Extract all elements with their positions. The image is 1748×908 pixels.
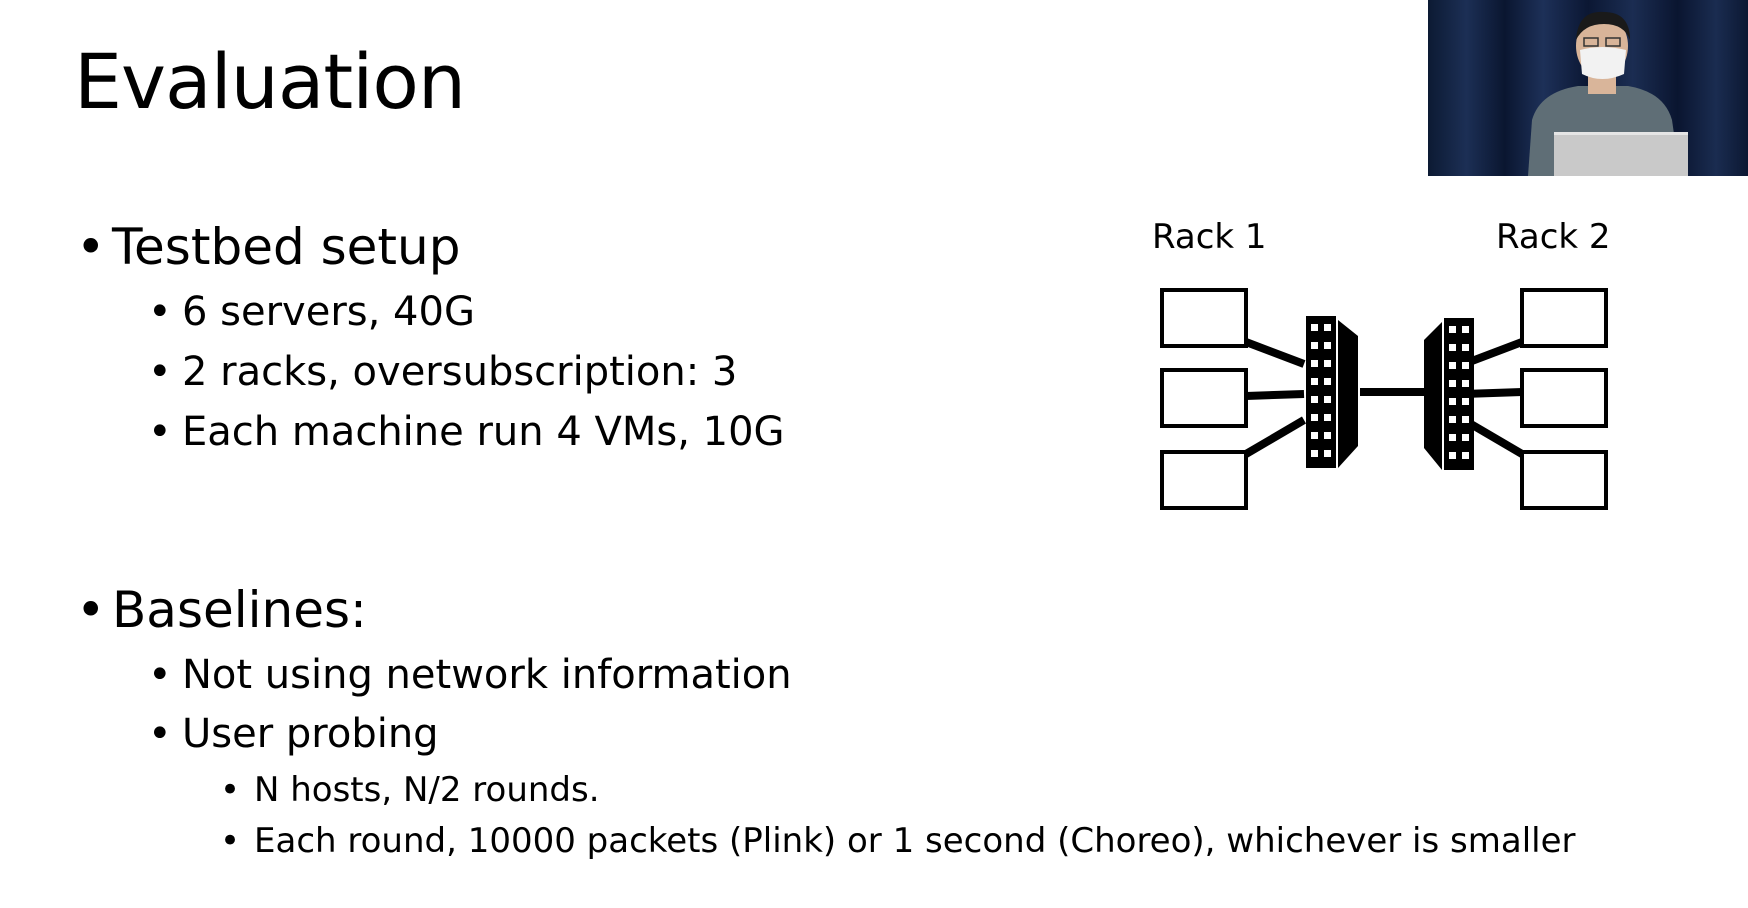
bullet-each-round: • Each round, 10000 packets (Plink) or 1 … bbox=[220, 824, 1575, 858]
server-box bbox=[1160, 450, 1248, 510]
switch-body bbox=[1444, 318, 1474, 470]
bullet-dot: • bbox=[220, 770, 241, 810]
switch-2-icon bbox=[1424, 318, 1474, 470]
bullet-text: 6 servers, 40G bbox=[182, 289, 475, 335]
bullet-text: Each machine run 4 VMs, 10G bbox=[182, 409, 785, 455]
bullet-testbed-setup: •Testbed setup bbox=[76, 222, 460, 272]
bullet-text: Each round, 10000 packets (Plink) or 1 s… bbox=[254, 821, 1576, 861]
bullet-no-network-info: •Not using network information bbox=[148, 655, 792, 695]
speaker-video-icon bbox=[1428, 0, 1748, 176]
bullet-text: 2 racks, oversubscription: 3 bbox=[182, 349, 738, 395]
bullet-vms: •Each machine run 4 VMs, 10G bbox=[148, 412, 785, 452]
rack-2-servers bbox=[1520, 288, 1608, 510]
bullet-text: Baselines: bbox=[112, 581, 367, 639]
bullet-servers: •6 servers, 40G bbox=[148, 292, 475, 332]
bullet-baselines: •Baselines: bbox=[76, 585, 367, 635]
bullet-dot: • bbox=[148, 409, 172, 455]
link-line bbox=[1243, 416, 1307, 458]
server-box bbox=[1520, 368, 1608, 428]
switch-ports bbox=[1311, 324, 1331, 457]
switch-side bbox=[1424, 322, 1442, 470]
server-box bbox=[1520, 450, 1608, 510]
switch-ports bbox=[1449, 326, 1469, 459]
rack-2-label: Rack 2 bbox=[1496, 217, 1611, 257]
bullet-dot: • bbox=[76, 581, 106, 639]
link-line bbox=[1244, 338, 1306, 368]
server-box bbox=[1520, 288, 1608, 348]
bullet-racks: •2 racks, oversubscription: 3 bbox=[148, 352, 737, 392]
slide-title: Evaluation bbox=[74, 37, 466, 126]
bullet-dot: • bbox=[148, 289, 172, 335]
switch-body bbox=[1306, 316, 1336, 468]
bullet-dot: • bbox=[220, 821, 241, 861]
bullet-dot: • bbox=[148, 711, 172, 757]
switch-1-icon bbox=[1306, 316, 1358, 468]
link-line bbox=[1245, 390, 1305, 400]
bullet-text: Testbed setup bbox=[112, 218, 461, 276]
bullet-dot: • bbox=[76, 218, 106, 276]
bullet-n-hosts: • N hosts, N/2 rounds. bbox=[220, 773, 600, 807]
network-topology-diagram bbox=[1160, 288, 1608, 510]
switch-side bbox=[1338, 320, 1358, 468]
bullet-dot: • bbox=[148, 652, 172, 698]
rack-1-label: Rack 1 bbox=[1152, 217, 1267, 257]
server-box bbox=[1160, 368, 1248, 428]
bullet-text: Not using network information bbox=[182, 652, 792, 698]
bullet-user-probing: •User probing bbox=[148, 714, 439, 754]
speaker-video bbox=[1428, 0, 1748, 176]
bullet-dot: • bbox=[148, 349, 172, 395]
bullet-text: User probing bbox=[182, 711, 439, 757]
links bbox=[1243, 338, 1525, 458]
rack-1-servers bbox=[1160, 288, 1248, 510]
bullet-text: N hosts, N/2 rounds. bbox=[254, 770, 600, 810]
server-box bbox=[1160, 288, 1248, 348]
